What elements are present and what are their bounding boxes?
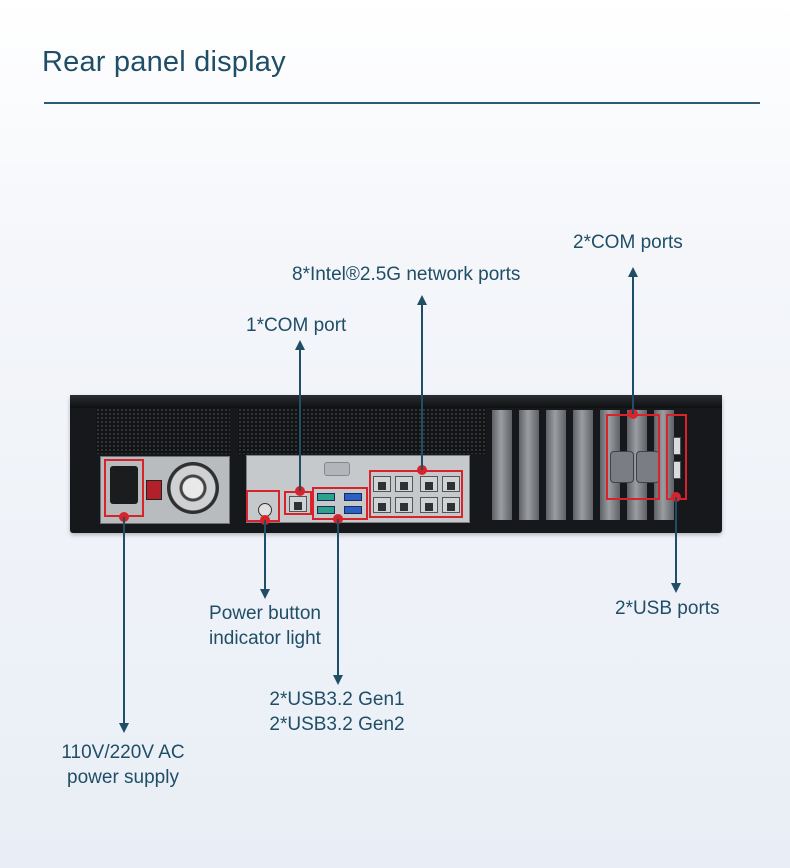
network-port: [373, 497, 391, 513]
com-port-db9: [610, 451, 634, 483]
usb-port-gen1: [317, 493, 335, 501]
psu-switch: [146, 480, 162, 500]
psu-vent-mesh: [96, 408, 230, 454]
usb-port-gen2: [344, 493, 362, 501]
label-usb-ports: 2*USB ports: [615, 598, 720, 619]
expansion-slot: [573, 410, 593, 520]
label-network-ports: 8*Intel®2.5G network ports: [292, 264, 521, 285]
usb-port-vertical: [673, 437, 681, 455]
expansion-slot: [546, 410, 566, 520]
label-power-button: Power button indicator light: [190, 601, 340, 651]
top-vent-mesh: [238, 408, 486, 454]
expansion-slot: [519, 410, 539, 520]
label-com-port: 1*COM port: [246, 315, 347, 336]
label-power-button-line2: indicator light: [209, 628, 321, 649]
psu-fan-icon: [167, 462, 219, 514]
network-port: [395, 476, 413, 492]
usb-port-gen1: [317, 506, 335, 514]
com-port-rj45: [289, 496, 307, 512]
label-usb32-line2: 2*USB3.2 Gen2: [269, 714, 405, 735]
com-port-db9: [636, 451, 660, 483]
network-port: [442, 476, 460, 492]
label-ac-power: 110V/220V AC power supply: [48, 740, 198, 790]
network-port: [420, 497, 438, 513]
chassis-top-edge: [70, 395, 722, 408]
label-ac-power-line2: power supply: [67, 767, 179, 788]
label-usb32: 2*USB3.2 Gen1 2*USB3.2 Gen2: [258, 687, 416, 737]
label-ac-power-line1: 110V/220V AC: [61, 742, 185, 763]
network-port: [420, 476, 438, 492]
usb-port-vertical: [673, 461, 681, 479]
label-power-button-line1: Power button: [209, 603, 321, 624]
page-title: Rear panel display: [42, 46, 286, 78]
network-port: [442, 497, 460, 513]
ac-socket: [110, 466, 138, 504]
label-com-ports: 2*COM ports: [573, 232, 683, 253]
label-usb32-line1: 2*USB3.2 Gen1: [269, 689, 405, 710]
usb-port-gen2: [344, 506, 362, 514]
expansion-slot: [492, 410, 512, 520]
vga-port: [324, 462, 350, 476]
title-divider: [44, 102, 760, 104]
network-port: [373, 476, 391, 492]
highlight-network: [369, 470, 463, 518]
network-port: [395, 497, 413, 513]
